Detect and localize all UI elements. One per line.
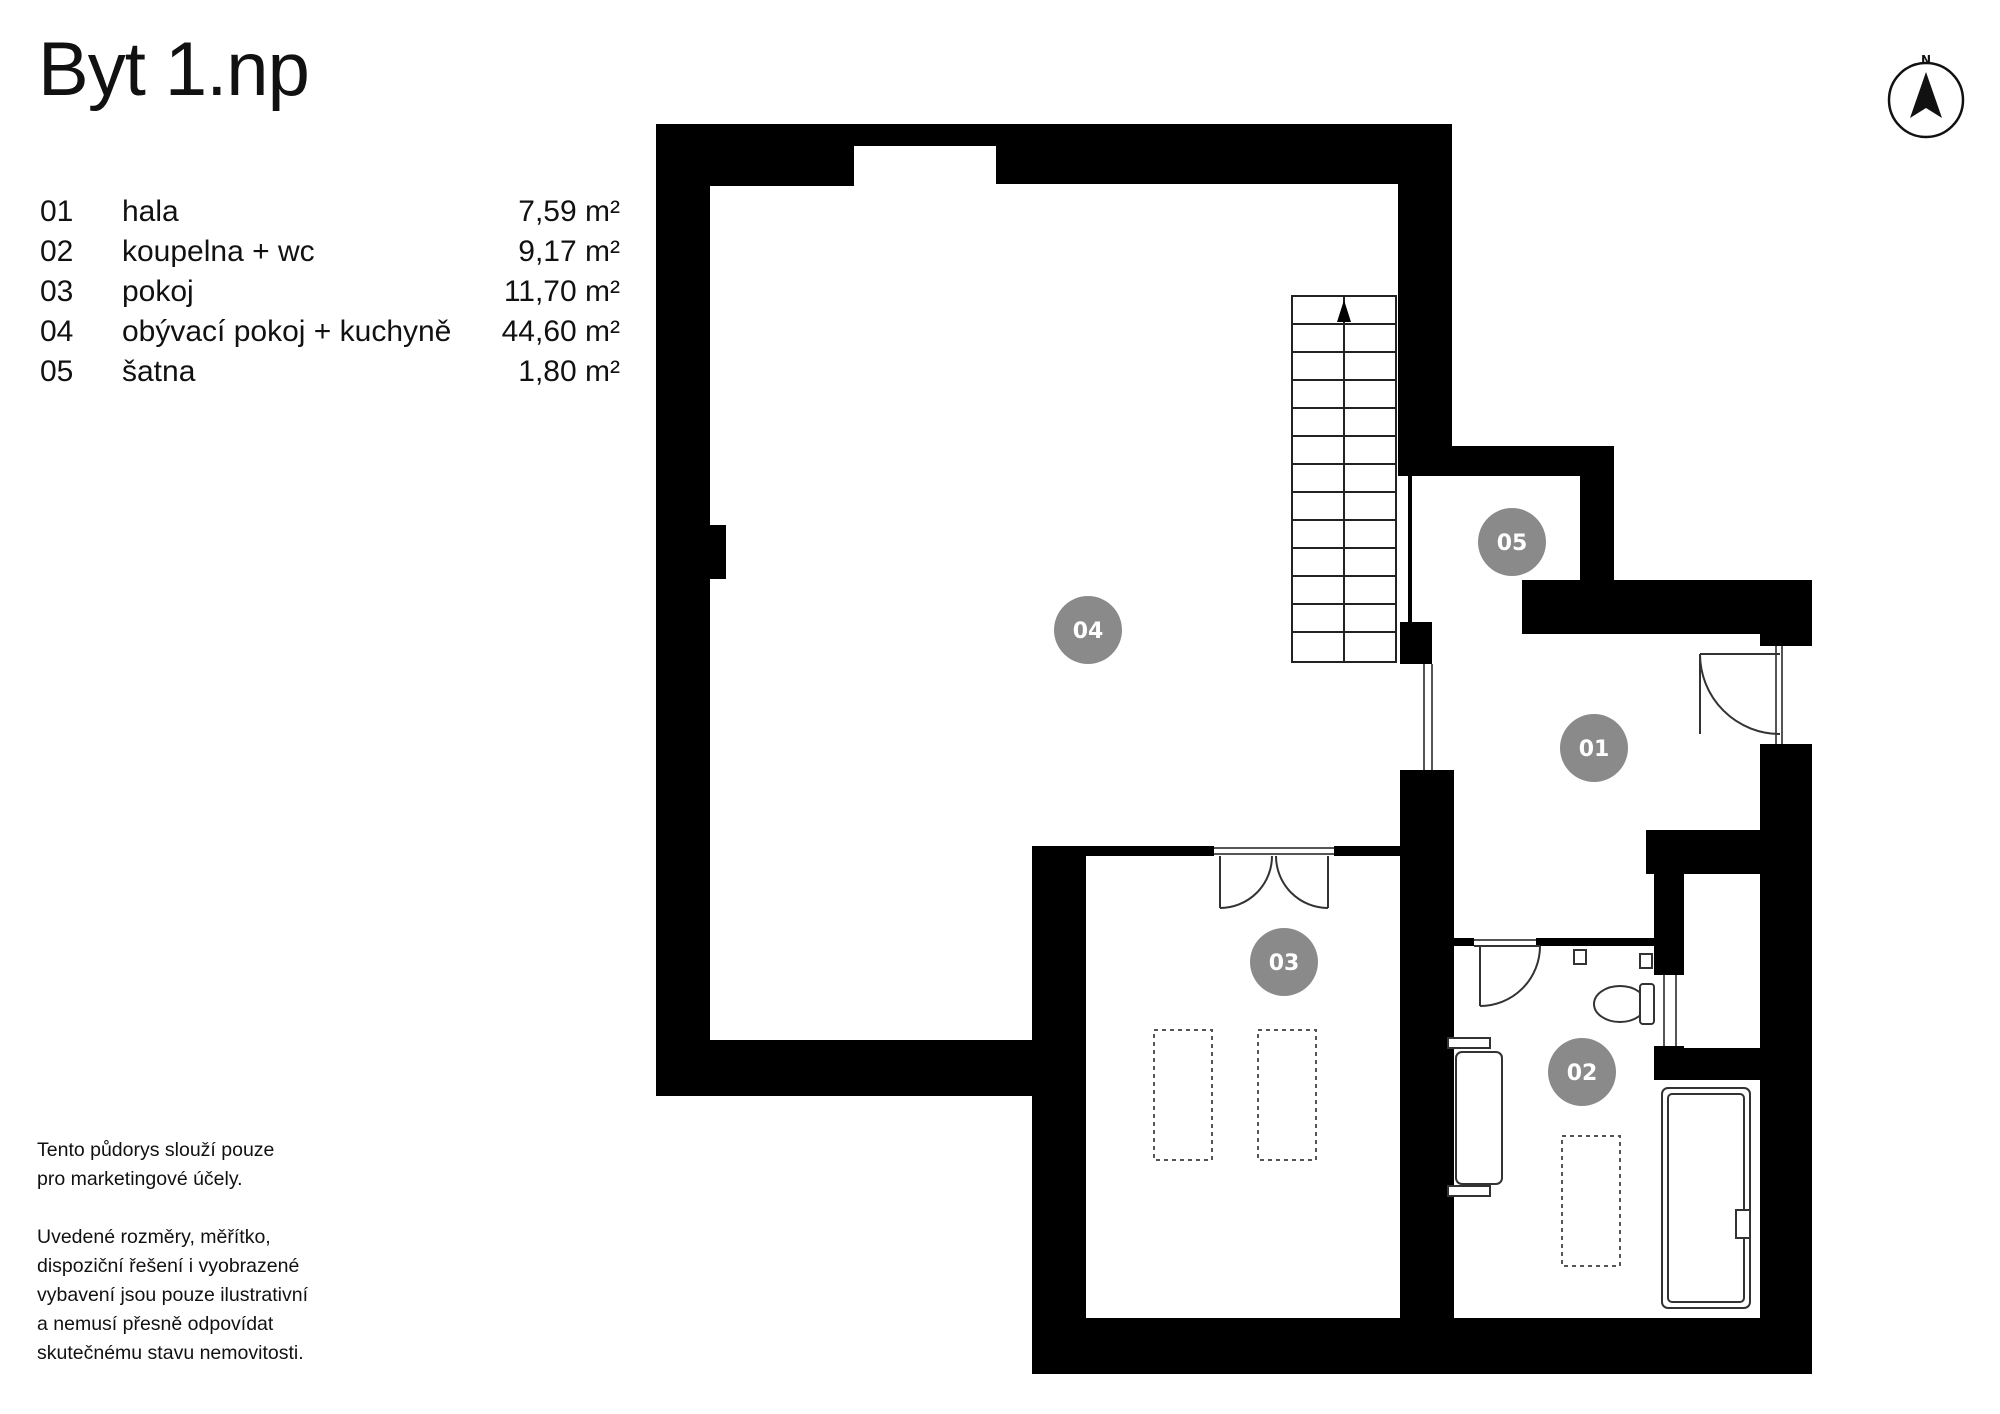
- door-swing: [1479, 945, 1541, 1007]
- room-badge-01: 01: [1560, 714, 1628, 782]
- legend-name: hala: [122, 195, 179, 228]
- staircase: [1291, 295, 1397, 663]
- legend-area: 1,80 m²: [518, 355, 620, 388]
- badge-label: 02: [1567, 1061, 1598, 1086]
- wall-top-right: [996, 124, 1452, 184]
- room-legend: 01 hala 7,59 m² 02 koupelna + wc 9,17 m²…: [40, 192, 620, 392]
- wall-door-jamb: [1400, 622, 1432, 664]
- doors: [1219, 653, 1781, 1007]
- legend-number: 05: [40, 355, 74, 388]
- wall-wardrobe-left-thin: [1408, 476, 1412, 622]
- compass-label: N: [1921, 53, 1931, 67]
- wall-entrance-upper: [1760, 580, 1812, 646]
- stair-arrow-icon: [1337, 300, 1351, 322]
- legend-number: 01: [40, 195, 74, 228]
- disclaimer-paragraph-1: Tento půdorys slouží pouze pro marketing…: [37, 1136, 367, 1194]
- room-badge-02: 02: [1548, 1038, 1616, 1106]
- wall-bath-top-left: [1454, 938, 1474, 946]
- legend-number: 04: [40, 315, 74, 348]
- legend-row: 05 šatna 1,80 m²: [40, 352, 620, 392]
- tub-faucet: [1735, 1209, 1751, 1239]
- wall-room03-left: [1032, 846, 1086, 1374]
- disclaimer-paragraph-2: Uvedené rozměry, měřítko, dispoziční řeš…: [37, 1223, 367, 1368]
- legend-name: pokoj: [122, 275, 194, 308]
- room-badge-04: 04: [1054, 596, 1122, 664]
- vanity-handle: [1447, 1185, 1491, 1197]
- wall-left-pilaster: [710, 525, 726, 579]
- badge-label: 01: [1579, 737, 1610, 762]
- compass-ring: [1887, 61, 1965, 139]
- toilet-bowl: [1593, 985, 1647, 1023]
- wall-room03-top-right: [1334, 846, 1400, 856]
- disclaimer-line: dispoziční řešení i vyobrazené: [37, 1255, 300, 1277]
- fixture: [1573, 949, 1587, 965]
- rug: [1257, 1029, 1317, 1161]
- wall-top-window-sill: [854, 124, 996, 146]
- legend-area: 11,70 m²: [503, 275, 620, 308]
- vanity-sink: [1455, 1051, 1503, 1185]
- walls: [656, 124, 1812, 1374]
- wall-bottom: [1032, 1318, 1812, 1374]
- door-swing: [1219, 855, 1273, 909]
- badge-circle: [1560, 714, 1628, 782]
- badge-circle: [1250, 928, 1318, 996]
- badge-circle: [1054, 596, 1122, 664]
- legend-row: 02 koupelna + wc 9,17 m²: [40, 232, 620, 272]
- wall-room03-top-left: [1032, 846, 1214, 856]
- disclaimer-line: pro marketingové účely.: [37, 1168, 243, 1190]
- wall-wardrobe-top: [1398, 446, 1612, 476]
- legend-number: 02: [40, 235, 74, 268]
- legend-area: 7,59 m²: [518, 195, 620, 228]
- legend-name: koupelna + wc: [122, 235, 315, 268]
- legend-name: šatna: [122, 355, 196, 388]
- legend-area: 44,60 m²: [501, 315, 620, 348]
- fixture: [1639, 953, 1653, 969]
- legend-number: 03: [40, 275, 74, 308]
- wall-wardrobe-right: [1580, 446, 1614, 582]
- legend-row: 03 pokoj 11,70 m²: [40, 272, 620, 312]
- wall-wc-pillar: [1654, 870, 1684, 975]
- vanity-handle: [1447, 1037, 1491, 1049]
- badge-circle: [1548, 1038, 1616, 1106]
- legend-area: 9,17 m²: [518, 235, 620, 268]
- door-swing: [1275, 855, 1329, 909]
- door-swing: [1699, 653, 1781, 735]
- disclaimer: Tento půdorys slouží pouze pro marketing…: [37, 1136, 367, 1397]
- wall-hall-left: [1400, 770, 1454, 1374]
- toilet-tank: [1639, 983, 1655, 1025]
- badge-label: 05: [1497, 531, 1528, 556]
- rugs: [1153, 1029, 1621, 1267]
- page-title: Byt 1.np: [38, 27, 310, 112]
- disclaimer-line: a nemusí přesně odpovídat: [37, 1313, 274, 1335]
- wall-hall-bottom: [1646, 830, 1760, 874]
- legend-name: obývací pokoj + kuchyně: [122, 315, 452, 348]
- rug: [1561, 1135, 1621, 1267]
- badge-label: 03: [1269, 951, 1300, 976]
- legend-row: 01 hala 7,59 m²: [40, 192, 620, 232]
- disclaimer-line: skutečnému stavu nemovitosti.: [37, 1342, 304, 1364]
- bathroom-fixtures: [1447, 949, 1751, 1309]
- wall-right-outer: [1760, 744, 1812, 1374]
- north-arrow-icon: [1910, 72, 1942, 118]
- wall-bath-top-right: [1536, 938, 1654, 946]
- disclaimer-line: vybavení jsou pouze ilustrativní: [37, 1284, 308, 1306]
- wall-right-upper: [1398, 124, 1452, 470]
- rug: [1153, 1029, 1213, 1161]
- legend-row: 04 obývací pokoj + kuchyně 44,60 m²: [40, 312, 620, 352]
- bathtub-inner: [1667, 1093, 1745, 1303]
- room-badge-03: 03: [1250, 928, 1318, 996]
- disclaimer-line: Tento půdorys slouží pouze: [37, 1139, 275, 1161]
- wall-bottom-left: [656, 1040, 1032, 1096]
- north-compass-icon: N: [1887, 53, 1965, 139]
- badge-label: 04: [1073, 619, 1104, 644]
- room-badge-05: 05: [1478, 508, 1546, 576]
- windows: [1214, 646, 1783, 1046]
- badge-circle: [1478, 508, 1546, 576]
- wall-tub-top: [1654, 1048, 1760, 1080]
- disclaimer-line: Uvedené rozměry, měřítko,: [37, 1226, 271, 1248]
- wall-left: [656, 124, 710, 1096]
